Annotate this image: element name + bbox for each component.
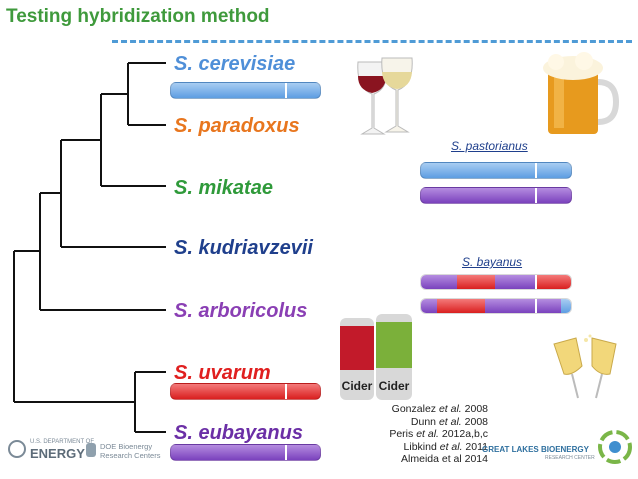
species-cerevisiae: S. cerevisiae <box>174 53 296 75</box>
svg-text:Cider: Cider <box>342 379 373 393</box>
champagne-glasses-icon <box>553 334 617 399</box>
reference-item: Almeida et al 2014 <box>401 453 488 466</box>
beer-mug-icon <box>543 52 620 134</box>
slide-title: Testing hybridization method <box>6 6 270 27</box>
svg-text:Cider: Cider <box>379 379 410 393</box>
species-mikatae: S. mikatae <box>174 177 273 199</box>
references: Gonzalez et al. 2008 Dunn et al. 2008 Pe… <box>358 403 488 466</box>
chromosome-bar-eubayanus <box>170 444 321 461</box>
energy-logo: ENERGY <box>30 446 85 461</box>
energy-seal-icon <box>8 440 26 458</box>
species-paradoxus: S. paradoxus <box>174 115 300 137</box>
title-divider <box>112 40 632 43</box>
glbrc-logo-line2: RESEARCH CENTER <box>545 455 595 461</box>
species-arboricolus: S. arboricolus <box>174 300 308 322</box>
hybrid-label-bayanus: S. bayanus <box>462 255 523 269</box>
reference-item: Libkind et al. 2011 <box>403 440 488 453</box>
chromosome-bar-cerevisiae <box>170 82 321 99</box>
reference-item: Gonzalez et al. 2008 <box>391 403 488 415</box>
glbrc-logo-icon <box>598 430 632 464</box>
chromosome-bar-pastorianus-1 <box>420 162 572 179</box>
hybrid-label-pastorianus: S. pastorianus <box>451 139 528 153</box>
chromosome-bar-uvarum <box>170 383 321 400</box>
species-uvarum: S. uvarum <box>174 362 271 384</box>
doe-logo-line1: DOE Bioenergy <box>100 442 153 451</box>
chromosome-bar-bayanus-2 <box>420 298 572 314</box>
doe-logo-line2: Research Centers <box>100 451 161 460</box>
glbrc-logo-line1: GREAT LAKES BIOENERGY <box>482 445 589 454</box>
chromosome-bar-pastorianus-2 <box>420 187 572 204</box>
cider-cans-icon: Cider Cider <box>340 314 412 400</box>
energy-logo-small: U.S. DEPARTMENT OF <box>30 439 95 445</box>
species-eubayanus: S. eubayanus <box>174 422 303 444</box>
phylogenetic-tree <box>13 62 166 433</box>
wine-glasses-icon <box>357 57 413 135</box>
doe-bioenergy-icon <box>86 443 96 457</box>
reference-item: Peris et al. 2012a,b,c <box>389 428 488 441</box>
reference-item: Dunn et al. 2008 <box>410 415 488 428</box>
chromosome-bar-bayanus-1 <box>420 274 572 290</box>
species-kudriavzevii: S. kudriavzevii <box>174 237 313 259</box>
